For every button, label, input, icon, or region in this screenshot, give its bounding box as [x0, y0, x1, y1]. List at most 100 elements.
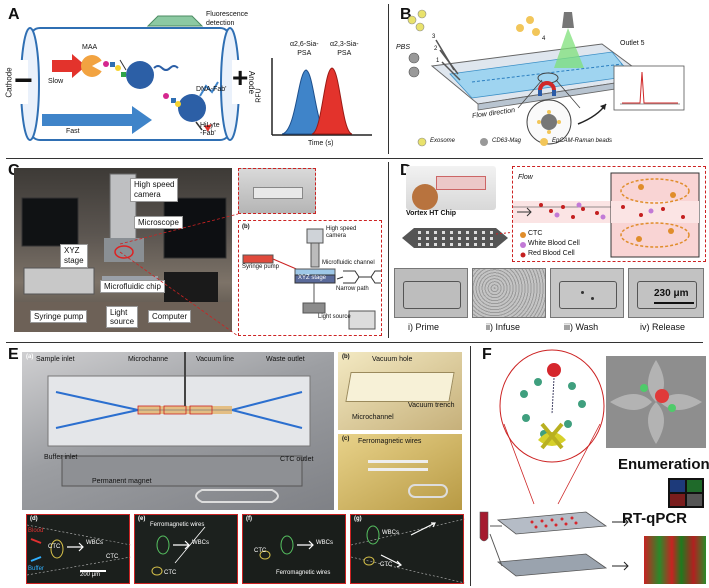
panel-c: C High speed camera Microscope XYZ stage…: [0, 160, 385, 338]
time-label: Time (s): [308, 140, 334, 147]
e-a-label: (a): [26, 354, 34, 360]
f-cell-image: [606, 356, 706, 448]
rtqpcr-label: RT-qPCR: [622, 510, 687, 527]
micrograph-wash: [550, 268, 624, 318]
microfluidic-chip-label: Microfluidic chip: [100, 280, 165, 293]
slow-label: Slow: [48, 78, 64, 85]
e-g-label: (g): [354, 516, 362, 522]
legend-epcam: EpCAM-Raman beads: [552, 138, 613, 144]
blood-label: Blood: [28, 528, 44, 534]
xyz-stage-label: XYZ stage: [60, 244, 88, 268]
computer-label: Computer: [148, 310, 192, 323]
vortex-chip-photo: [406, 166, 496, 210]
scale-bar-line-d: [654, 302, 694, 304]
e-c-label: (c): [342, 436, 350, 442]
panel-b: B: [392, 0, 709, 155]
scale-bar-d: 230 μm: [654, 288, 689, 299]
waste-outlet-label: Waste outlet: [266, 356, 305, 363]
schematic-narrow-label: Narrow path: [336, 286, 369, 292]
permanent-magnet-label: Permanent magnet: [92, 478, 152, 485]
micrograph-release: [628, 268, 704, 318]
wbcs-d-label: WBCs: [86, 540, 103, 546]
plus-sign: +: [232, 62, 249, 93]
peak2-label: α2,3-Sia- PSA: [330, 41, 359, 57]
vacuum-line-label: Vacuum line: [196, 356, 235, 363]
ctc-e-label: CTC: [164, 570, 177, 576]
outlet-label: Outlet 5: [620, 40, 645, 47]
schematic-b-label: (b): [242, 224, 250, 230]
wbcs-g-label: WBCs: [382, 530, 399, 536]
ferro-f-label: Ferromagnetic wires: [276, 570, 331, 576]
light-source-label: Light source: [106, 306, 139, 328]
divider-e-f-vertical: [470, 346, 471, 586]
legend-cd63: CD63-Mag: [492, 138, 522, 144]
schematic-xyz-label: XYZ stage: [298, 275, 327, 281]
panel-f: F: [472, 344, 709, 588]
scale-bar-line-e: [80, 570, 106, 572]
e-b-label: (b): [342, 354, 350, 360]
ctc-d2-label: CTC: [106, 554, 119, 560]
panel-d-label: D: [400, 162, 412, 180]
divider-row2: [6, 342, 703, 343]
ctc-g-label: CTC: [380, 562, 393, 568]
divider-c-d-vertical: [388, 162, 389, 338]
e-micrograph-d: [26, 514, 131, 584]
cathode-label: Cathode: [4, 67, 14, 98]
e-micrograph-e: [134, 514, 238, 584]
step-wash: iii) Wash: [564, 322, 599, 332]
f-fluorescence-tiles: [668, 478, 704, 508]
inlet-4-label: 4: [542, 36, 546, 42]
step-prime: i) Prime: [408, 322, 439, 332]
ctc-f-label: CTC: [254, 548, 267, 554]
ctc-outlet-label: CTC outlet: [280, 456, 314, 463]
e-main-chip-photo: [22, 352, 334, 510]
ferro-c-label: Ferromagnetic wires: [358, 438, 422, 445]
e-f-label: (f): [246, 516, 252, 522]
ferro-e-label: Ferromagnetic wires: [150, 522, 205, 528]
panel-f-label: F: [482, 346, 492, 363]
inlet-1-label: 1: [436, 58, 440, 64]
syringe-pump-label: Syringe pump: [30, 310, 88, 323]
pbs-label: PBS: [396, 44, 411, 51]
chip-inset-photo: [238, 168, 316, 214]
vortex-chip-array: [402, 228, 516, 248]
rbc-legend: Red Blood Cell: [528, 250, 575, 257]
panel-f-figure: [479, 349, 629, 577]
vortex-flow-schematic: [512, 166, 706, 262]
legend-exosome: Exosome: [430, 138, 456, 144]
e-micrograph-g: [350, 514, 465, 584]
e-vacuum-chip-photo: [338, 352, 462, 430]
wbcs-f-label: WBCs: [316, 540, 333, 546]
panel-c-label: C: [8, 162, 20, 180]
e-micrograph-f: [242, 514, 346, 584]
sample-inlet-label: Sample inlet: [36, 356, 75, 363]
schematic-pump-label: Syringe pump: [242, 264, 280, 270]
fast-label: Fast: [66, 128, 80, 135]
schematic-camera-label: High speed camera: [326, 226, 357, 239]
scale-bar-e: 200 μm: [80, 572, 101, 578]
buffer-label: Buffer: [28, 566, 44, 572]
wbcs-e-label: WBCs: [192, 540, 209, 546]
f-heatmap: [644, 536, 706, 584]
panel-b-label: B: [400, 6, 412, 23]
e-e-label: (e): [138, 516, 146, 522]
wbc-legend: White Blood Cell: [528, 240, 580, 247]
e-d-label: (d): [30, 516, 38, 522]
rfu-label: RFU: [255, 88, 263, 103]
micrograph-prime: [394, 268, 468, 318]
vacuum-hole-label: Vacuum hole: [372, 356, 413, 363]
microscope-label: Microscope: [134, 216, 183, 229]
setup-schematic: [238, 220, 382, 336]
panel-d: D Vortex HT Chip: [392, 160, 709, 338]
micrograph-infuse: [472, 268, 546, 318]
e-ferro-wire-photo: [338, 434, 462, 510]
enumeration-label: Enumeration: [618, 456, 709, 473]
panel-e: E (a) Sample inlet Microchanne Vacuum li…: [0, 344, 468, 588]
vortex-chip-name: Vortex HT Chip: [406, 210, 457, 217]
flow-label-d: Flow: [518, 174, 533, 181]
panel-e-label: E: [8, 346, 19, 363]
buffer-inlet-label: Buffer inlet: [44, 454, 78, 461]
ctc-d-label: CTC: [48, 544, 61, 550]
vacuum-trench-label: Vacuum trench: [408, 402, 455, 409]
divider-row1: [6, 158, 703, 159]
